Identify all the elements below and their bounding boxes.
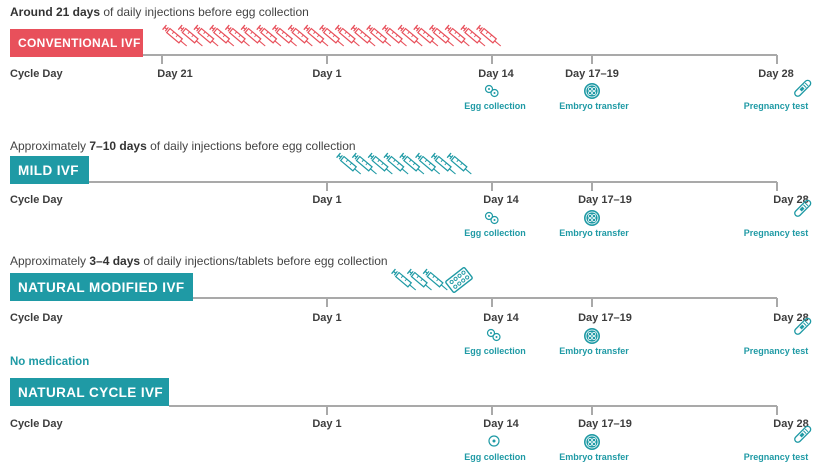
syringe-icon <box>428 24 454 47</box>
pregnancy-test-icon <box>794 425 812 443</box>
syringe-icon <box>399 152 425 175</box>
day-1-label: Day 1 <box>312 418 342 430</box>
syringe-icon <box>271 24 297 47</box>
cycle-day-label: Cycle Day <box>10 68 63 80</box>
syringe-icon <box>444 24 470 47</box>
timeline-axis <box>143 54 777 56</box>
syringe-icon <box>224 24 250 47</box>
syringe-icon <box>177 24 203 47</box>
day-17-19-label: Day 17–19 <box>565 68 619 80</box>
day-17-19-label: Day 17–19 <box>578 194 632 206</box>
injection-icons <box>162 24 502 47</box>
embryo-icon <box>584 328 600 344</box>
day-14-label: Day 14 <box>483 418 519 430</box>
syringe-icon <box>162 24 188 47</box>
pregnancy-test-icon <box>794 317 812 335</box>
syringe-icon <box>406 268 432 291</box>
tablet-pack-icon <box>445 267 473 293</box>
syringe-icon <box>240 24 266 47</box>
pregnancy-test-label: Pregnancy test <box>743 346 809 356</box>
natural-modified-ivf-tag: NATURAL MODIFIED IVF <box>10 273 193 301</box>
syringe-icon <box>383 152 409 175</box>
egg-collection-icon <box>484 211 499 225</box>
day-1-label: Day 1 <box>312 194 342 206</box>
embryo-transfer-label: Embryo transfer <box>559 228 629 238</box>
egg-collection-label: Egg collection <box>464 346 526 356</box>
syringe-icon <box>397 24 423 47</box>
day-28-label: Day 28 <box>773 418 809 430</box>
mild-ivf-section: Approximately 7–10 days of daily injecti… <box>0 134 820 244</box>
day-1-label: Day 1 <box>312 312 342 324</box>
syringe-icon <box>446 152 472 175</box>
day-28-label: Day 28 <box>773 194 809 206</box>
day-14-label: Day 14 <box>478 68 514 80</box>
day-1-label: Day 1 <box>312 68 342 80</box>
syringe-icon <box>415 152 441 175</box>
natural-cycle-ivf-tag: NATURAL CYCLE IVF <box>10 378 169 406</box>
syringe-icon <box>366 24 392 47</box>
day-17-19-label: Day 17–19 <box>578 312 632 324</box>
cycle-day-label: Cycle Day <box>10 312 63 324</box>
natural-modified-ivf-section: Approximately 3–4 days of daily injectio… <box>0 250 820 362</box>
day-14-label: Day 14 <box>483 194 519 206</box>
pregnancy-test-icon <box>794 199 812 217</box>
egg-collection-icon <box>484 84 499 98</box>
syringe-icon <box>350 24 376 47</box>
syringe-icon <box>430 152 456 175</box>
pregnancy-test-icon <box>794 79 812 97</box>
embryo-transfer-label: Embryo transfer <box>559 101 629 111</box>
natural-cycle-ivf-section: No medication NATURAL CYCLE IVF Cycle Da… <box>0 354 820 466</box>
embryo-transfer-label: Embryo transfer <box>559 346 629 356</box>
syringe-icon <box>334 24 360 47</box>
day-28-label: Day 28 <box>758 68 794 80</box>
conventional-ivf-tag: CONVENTIONAL IVF <box>10 29 143 57</box>
cycle-day-label: Cycle Day <box>10 418 63 430</box>
pregnancy-test-label: Pregnancy test <box>743 101 809 111</box>
timeline-axis <box>193 297 777 299</box>
syringe-icon <box>460 24 486 47</box>
syringe-icon <box>391 268 417 291</box>
syringe-icon <box>303 24 329 47</box>
conventional-headline: Around 21 days of daily injections befor… <box>10 5 309 19</box>
egg-collection-icon <box>488 435 500 447</box>
day-17-19-label: Day 17–19 <box>578 418 632 430</box>
pregnancy-test-label: Pregnancy test <box>743 228 809 238</box>
syringe-icon <box>209 24 235 47</box>
injection-icons <box>336 152 472 175</box>
syringe-icon <box>193 24 219 47</box>
embryo-icon <box>584 434 600 450</box>
day-14-label: Day 14 <box>483 312 519 324</box>
embryo-transfer-label: Embryo transfer <box>559 452 629 462</box>
day-28-label: Day 28 <box>773 312 809 324</box>
embryo-icon <box>584 210 600 226</box>
mild-ivf-tag: MILD IVF <box>10 156 89 184</box>
syringe-icon <box>367 152 393 175</box>
no-medication-label: No medication <box>10 356 90 368</box>
egg-collection-label: Egg collection <box>464 452 526 462</box>
syringe-icon <box>381 24 407 47</box>
syringe-icon <box>422 268 448 291</box>
syringe-icon <box>351 152 377 175</box>
conventional-ivf-section: Around 21 days of daily injections befor… <box>0 0 820 115</box>
syringe-icon <box>256 24 282 47</box>
natural-modified-headline: Approximately 3–4 days of daily injectio… <box>10 254 388 268</box>
egg-collection-label: Egg collection <box>464 228 526 238</box>
embryo-icon <box>584 83 600 99</box>
syringe-icon <box>287 24 313 47</box>
syringe-icon <box>319 24 345 47</box>
pregnancy-test-label: Pregnancy test <box>743 452 809 462</box>
syringe-icon <box>336 152 362 175</box>
syringe-icon <box>476 24 502 47</box>
egg-collection-icon <box>486 328 501 342</box>
cycle-day-label: Cycle Day <box>10 194 63 206</box>
day-21-label: Day 21 <box>157 68 193 80</box>
timeline-axis <box>89 181 777 183</box>
injection-icons <box>391 268 448 291</box>
syringe-icon <box>413 24 439 47</box>
egg-collection-label: Egg collection <box>464 101 526 111</box>
mild-headline: Approximately 7–10 days of daily injecti… <box>10 139 356 153</box>
timeline-axis <box>169 405 777 407</box>
